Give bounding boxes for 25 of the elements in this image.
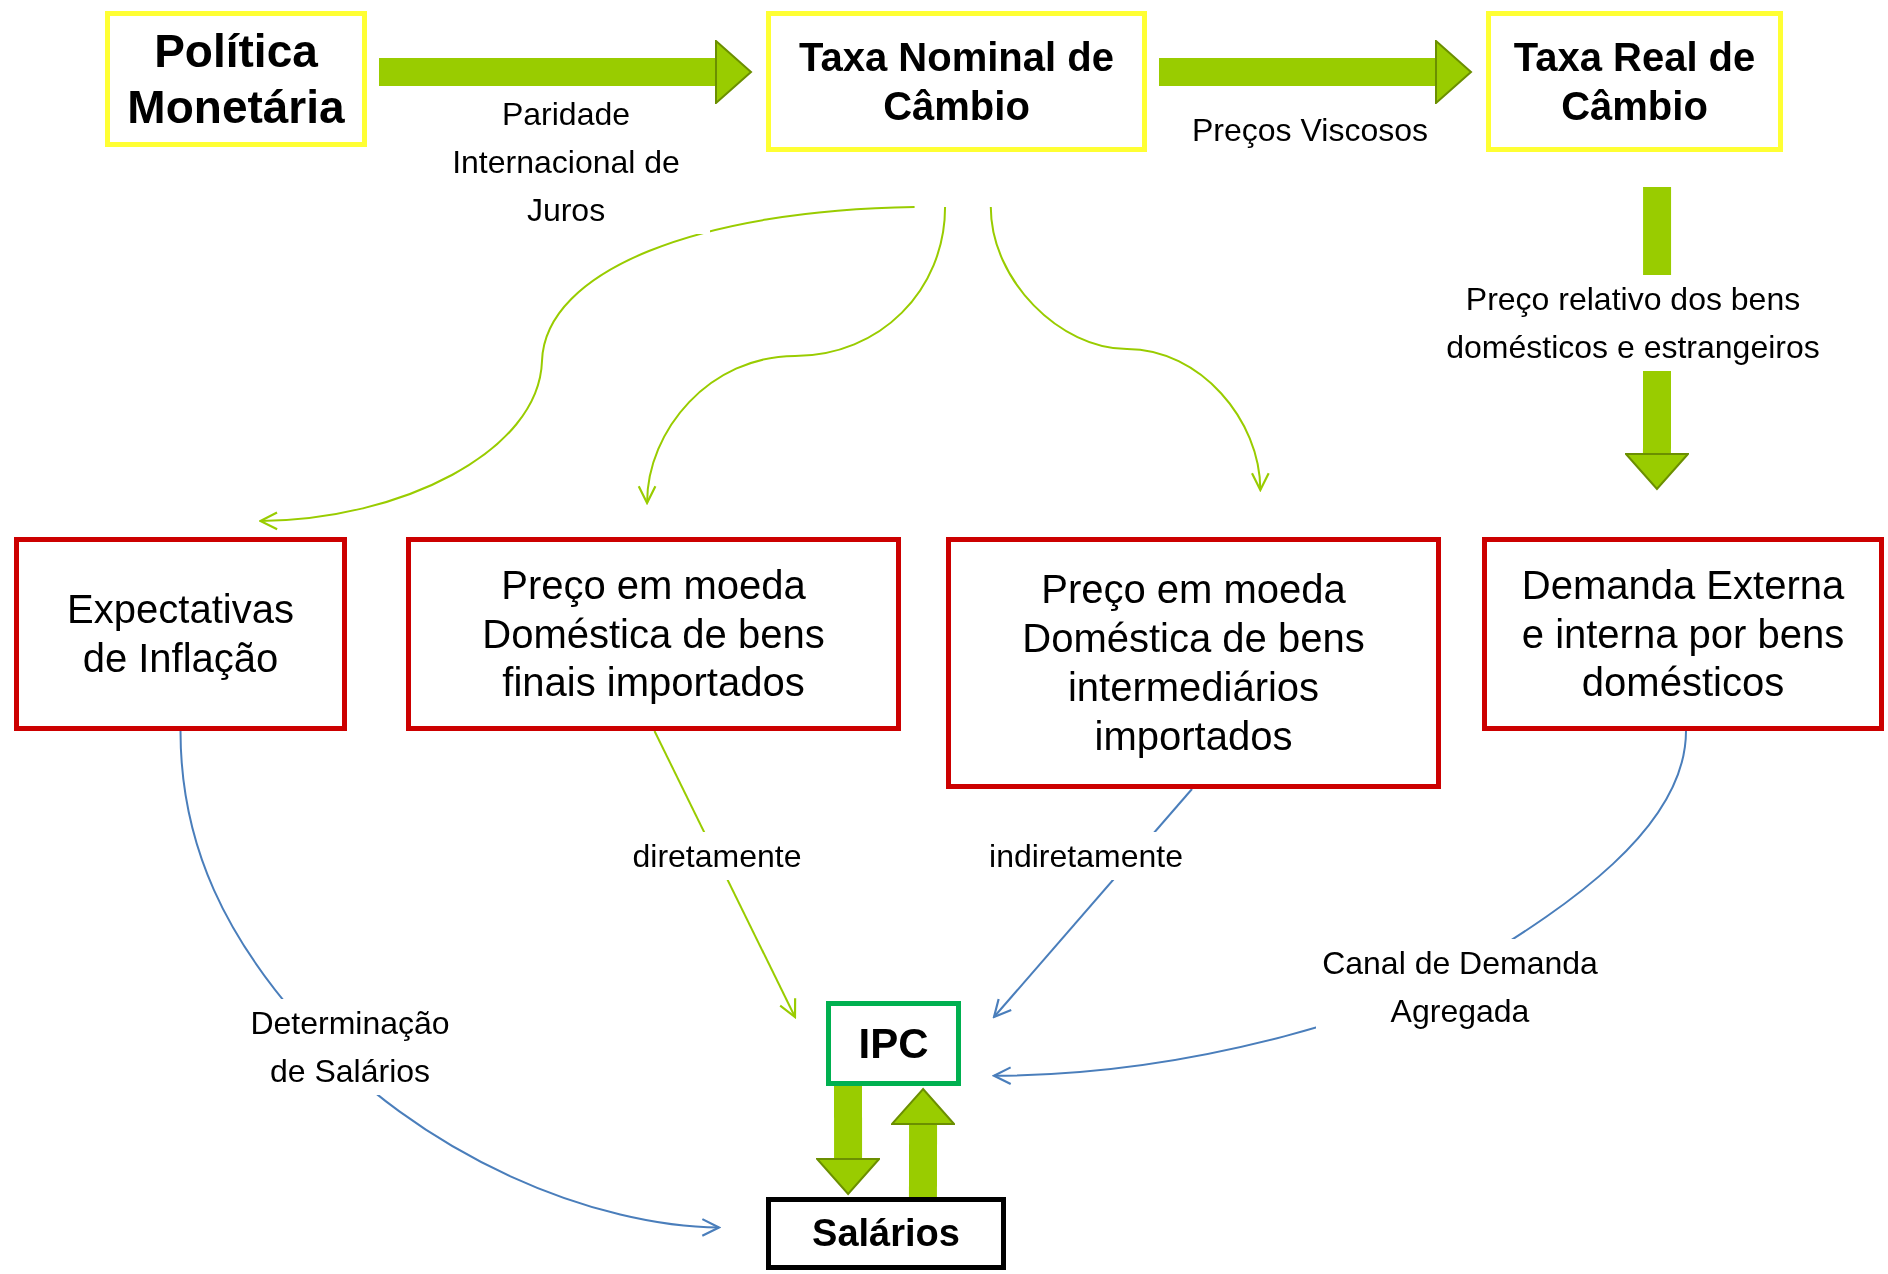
concept-box [406,537,901,731]
arrow [989,206,1269,492]
concept-box [14,537,347,731]
arrow [638,206,947,505]
box-label: Taxa Real de Câmbio [1512,33,1757,130]
concept-box [946,537,1441,789]
concept-box [1486,11,1783,152]
box-label: Preço em moeda Doméstica de bens intermediários importados [1021,566,1366,760]
block-arrow [891,1088,956,1197]
box-label: Salários [812,1211,960,1257]
block-arrow [816,1086,881,1195]
box-label: Preço em moeda Doméstica de bens finais importados [481,561,826,707]
concept-box [1482,537,1884,731]
block-arrow [379,40,752,104]
concept-box [826,1001,961,1086]
arrow [259,206,916,530]
box-label: Taxa Nominal de Câmbio [798,33,1115,130]
box-label: Política Monetária [126,23,346,135]
block-arrow [1159,40,1472,104]
box-label: Expectativas de Inflação [66,586,295,682]
box-label: Demanda Externa e interna por bens domésticos [1520,561,1846,707]
concept-box [766,11,1147,152]
box-label: IPC [858,1018,929,1069]
concept-box [766,1197,1006,1270]
concept-box [105,11,367,147]
